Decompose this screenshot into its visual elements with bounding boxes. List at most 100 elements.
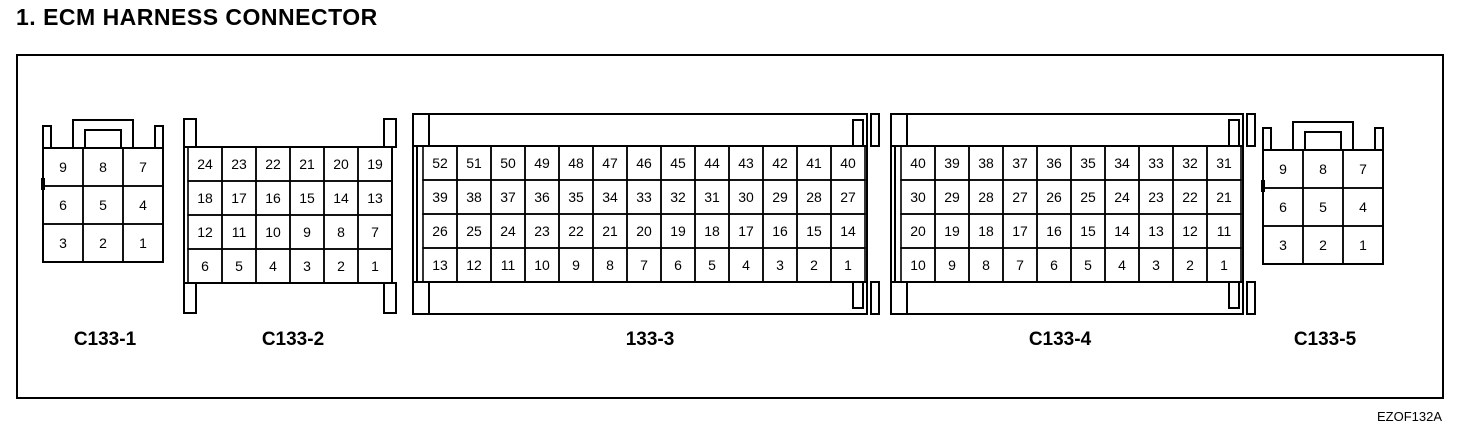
pin-number: 9 xyxy=(1279,161,1287,177)
pin-number: 46 xyxy=(636,155,652,171)
pin-number: 51 xyxy=(466,155,482,171)
pin-number: 1 xyxy=(1359,237,1367,253)
pin-number: 49 xyxy=(534,155,550,171)
pin-number: 12 xyxy=(197,224,213,240)
pin-number: 36 xyxy=(1046,155,1062,171)
pin-number: 1 xyxy=(139,235,147,251)
pin-number: 9 xyxy=(572,257,580,273)
pin-number: 5 xyxy=(1319,199,1327,215)
pin-number: 34 xyxy=(1114,155,1130,171)
pin-number: 16 xyxy=(265,190,281,206)
pin-number: 6 xyxy=(1050,257,1058,273)
pin-number: 21 xyxy=(1216,189,1232,205)
diagram-frame xyxy=(16,54,1444,399)
pin-number: 6 xyxy=(1279,199,1287,215)
pin-number: 22 xyxy=(1182,189,1198,205)
pin-number: 3 xyxy=(59,235,67,251)
pin-number: 44 xyxy=(704,155,720,171)
pin-number: 7 xyxy=(371,224,379,240)
pin-number: 20 xyxy=(910,223,926,239)
latch-icon xyxy=(72,119,134,149)
pin-number: 2 xyxy=(1186,257,1194,273)
pin-number: 33 xyxy=(636,189,652,205)
latch-icon xyxy=(1292,121,1354,151)
pin-number: 8 xyxy=(982,257,990,273)
pin-number: 2 xyxy=(1319,237,1327,253)
pin-number: 9 xyxy=(948,257,956,273)
pin-number: 30 xyxy=(738,189,754,205)
connector-label: C133-2 xyxy=(262,329,324,350)
pin-number: 32 xyxy=(670,189,686,205)
pin-cell xyxy=(1342,225,1384,265)
pin-cell xyxy=(1206,247,1242,283)
pin-number: 10 xyxy=(265,224,281,240)
pin-number: 6 xyxy=(674,257,682,273)
pin-number: 16 xyxy=(772,223,788,239)
pin-number: 12 xyxy=(466,257,482,273)
pin-number: 22 xyxy=(568,223,584,239)
pin-number: 17 xyxy=(738,223,754,239)
pin-number: 35 xyxy=(568,189,584,205)
pin-number: 6 xyxy=(201,258,209,274)
pin-cell xyxy=(830,247,866,283)
pin-number: 28 xyxy=(978,189,994,205)
pin-number: 40 xyxy=(910,155,926,171)
pin-number: 5 xyxy=(708,257,716,273)
pin-number: 19 xyxy=(944,223,960,239)
pin-number: 19 xyxy=(367,156,383,172)
pin-number: 47 xyxy=(602,155,618,171)
pin-number: 14 xyxy=(333,190,349,206)
pin-number: 48 xyxy=(568,155,584,171)
pin-number: 52 xyxy=(432,155,448,171)
pin-number: 5 xyxy=(1084,257,1092,273)
pin-number: 15 xyxy=(299,190,315,206)
pin-number: 2 xyxy=(810,257,818,273)
pin-number: 3 xyxy=(1152,257,1160,273)
pin-number: 1 xyxy=(1220,257,1228,273)
pin-number: 24 xyxy=(1114,189,1130,205)
pin-number: 2 xyxy=(337,258,345,274)
pin-number: 15 xyxy=(1080,223,1096,239)
pin-number: 14 xyxy=(1114,223,1130,239)
pin-number: 23 xyxy=(534,223,550,239)
pin-number: 29 xyxy=(944,189,960,205)
pin-number: 4 xyxy=(1359,199,1367,215)
pin-number: 25 xyxy=(1080,189,1096,205)
connector-label: C133-4 xyxy=(1029,329,1092,350)
pin-number: 31 xyxy=(1216,155,1232,171)
pin-number: 9 xyxy=(303,224,311,240)
pin-number: 32 xyxy=(1182,155,1198,171)
pin-number: 13 xyxy=(367,190,383,206)
pin-number: 5 xyxy=(99,197,107,213)
pin-cell xyxy=(122,223,164,263)
pin-number: 42 xyxy=(772,155,788,171)
pin-number: 16 xyxy=(1046,223,1062,239)
pin-number: 4 xyxy=(1118,257,1126,273)
pin-number: 13 xyxy=(1148,223,1164,239)
pin-number: 23 xyxy=(1148,189,1164,205)
pin-number: 39 xyxy=(944,155,960,171)
pin-number: 28 xyxy=(806,189,822,205)
pin-number: 43 xyxy=(738,155,754,171)
pin-number: 27 xyxy=(1012,189,1028,205)
figure-code: EZOF132A xyxy=(1376,409,1442,424)
pin-number: 38 xyxy=(978,155,994,171)
pin-number: 8 xyxy=(99,159,107,175)
pin-number: 14 xyxy=(840,223,856,239)
pin-number: 1 xyxy=(844,257,852,273)
pin-cell xyxy=(357,248,393,284)
connector-label: C133-5 xyxy=(1294,329,1357,350)
pin-number: 1 xyxy=(371,258,379,274)
pin-number: 39 xyxy=(432,189,448,205)
pin-number: 30 xyxy=(910,189,926,205)
pin-number: 29 xyxy=(772,189,788,205)
pin-number: 7 xyxy=(640,257,648,273)
pin-number: 33 xyxy=(1148,155,1164,171)
pin-number: 40 xyxy=(840,155,856,171)
pin-number: 21 xyxy=(299,156,315,172)
pin-number: 34 xyxy=(602,189,618,205)
